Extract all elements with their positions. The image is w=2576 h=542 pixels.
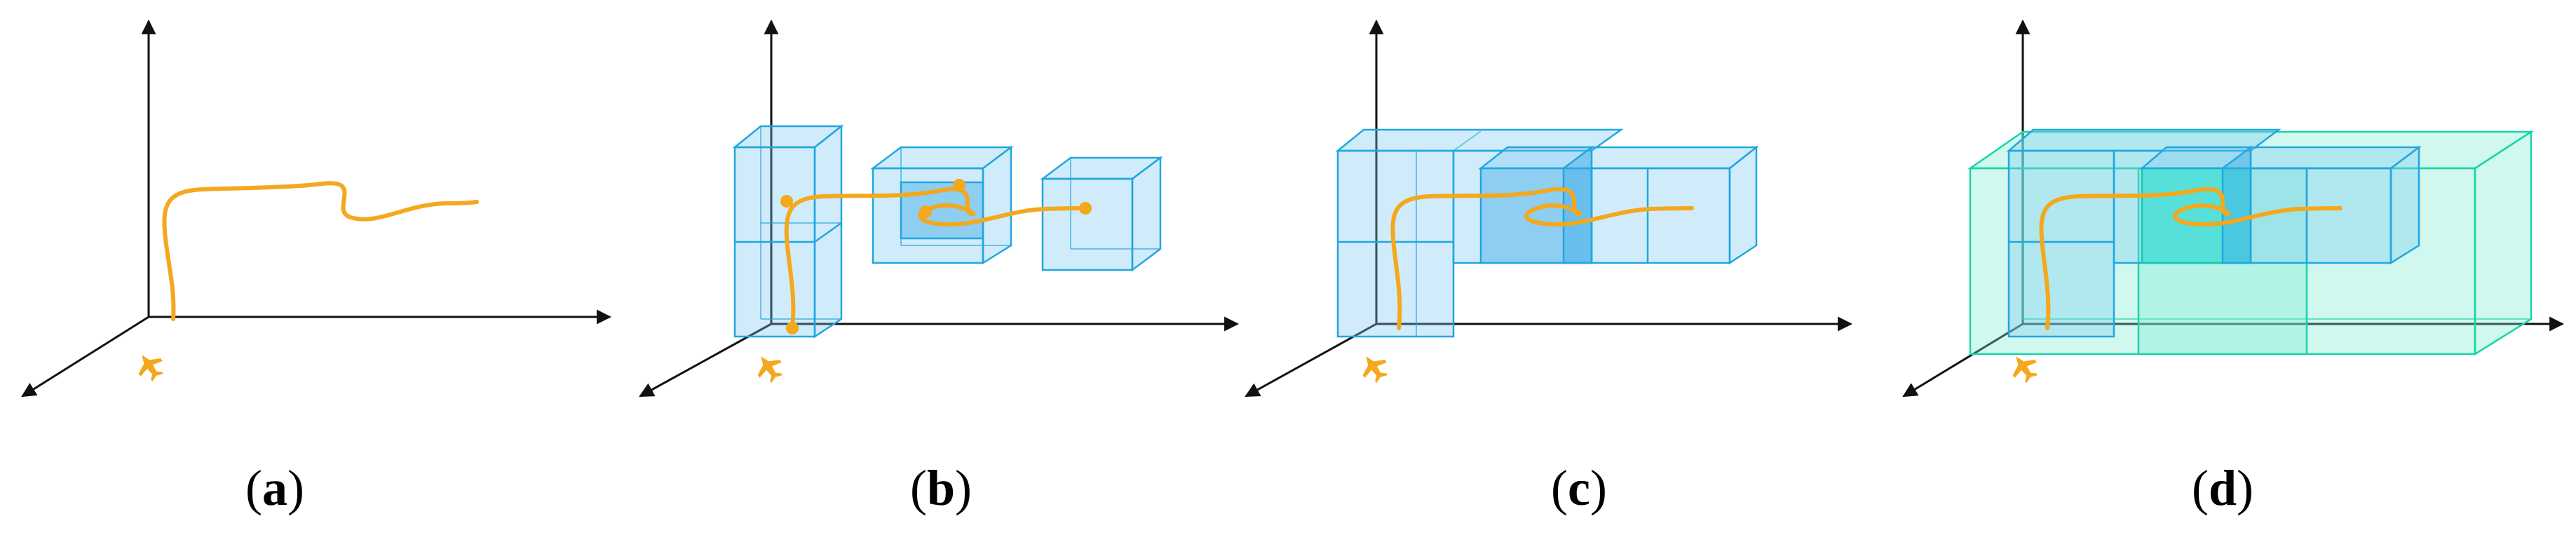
panel-label-d: (d) (2191, 460, 2253, 516)
panel-c (1245, 19, 1853, 398)
panel-b (639, 19, 1240, 398)
cell-stack-b (732, 124, 844, 339)
panel-label-b: (b) (909, 460, 972, 516)
trajectory-d (2039, 187, 2343, 330)
trajectory-point (780, 195, 793, 208)
trajectory-b (784, 187, 1087, 330)
trajectory-point (953, 179, 965, 191)
airplane-icon (130, 347, 169, 386)
panel-d (1902, 19, 2565, 398)
cell-right-b (1040, 156, 1163, 272)
panel-label-c: (c) (1551, 460, 1607, 516)
trajectory-point (919, 205, 932, 218)
trajectory-c (1390, 187, 1694, 330)
panel-a (21, 19, 612, 398)
panel-label-a: (a) (245, 460, 304, 516)
trajectory-point (1079, 202, 1092, 215)
trajectory-point (786, 322, 799, 334)
airplane-icon (750, 348, 788, 387)
airplane-icon (1355, 348, 1393, 387)
trajectory-a (162, 181, 479, 321)
axes-a (21, 19, 612, 398)
